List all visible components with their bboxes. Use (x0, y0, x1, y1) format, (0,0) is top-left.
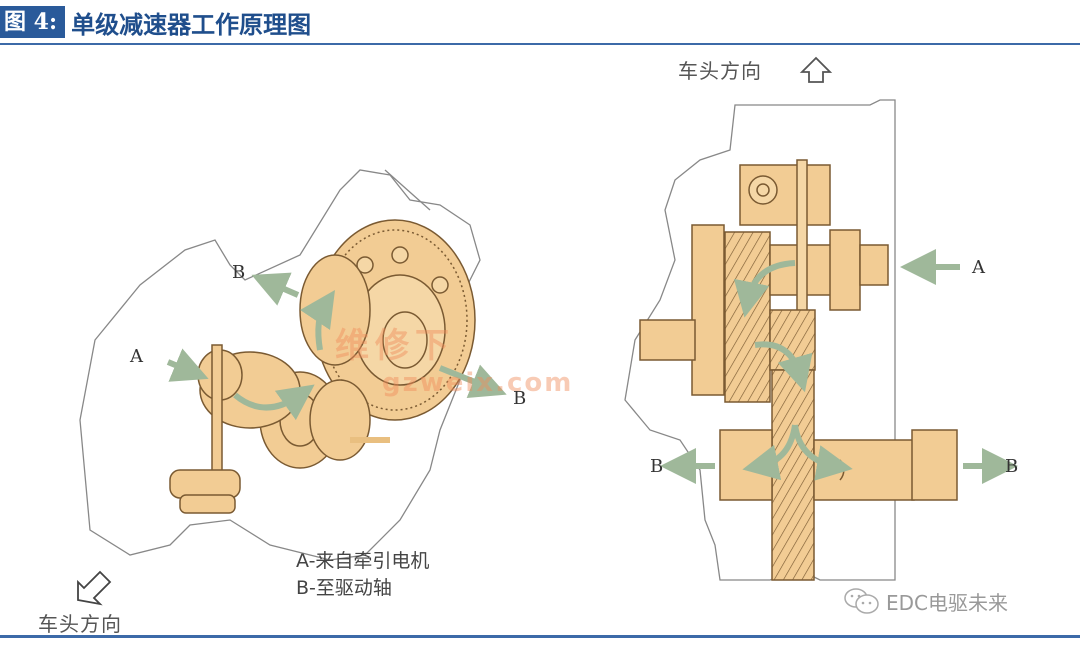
label-right-a: A (972, 257, 985, 278)
vehicle-front-direction-bottom: 车头方向 (38, 612, 122, 636)
legend-a: A-来自牵引电机 (296, 550, 430, 572)
vehicle-front-direction-top: 车头方向 (678, 59, 762, 83)
figure-number: 图 4: (0, 6, 66, 38)
label-left-a: A (130, 346, 143, 367)
down-left-arrow-icon (77, 570, 112, 606)
right-flow-arrows (660, 249, 1018, 484)
up-arrow-icon (799, 56, 833, 83)
legend: A-来自牵引电机 B-至驱动轴 (296, 548, 429, 602)
left-flow-arrows (166, 272, 507, 421)
left-housing-outline (79, 169, 481, 561)
source-watermark: EDC电驱未来 (842, 586, 1008, 616)
site-watermark: 维修下 (335, 326, 455, 366)
source-watermark-text: EDC电驱未来 (886, 590, 1009, 615)
figure-title: 单级减速器工作原理图 (71, 9, 312, 39)
legend-b: B-至驱动轴 (296, 577, 392, 599)
label-left-b-top: B (232, 262, 246, 283)
top-divider (0, 43, 1080, 45)
label-left-b-right: B (513, 388, 527, 409)
right-housing-outline (624, 99, 896, 581)
wechat-icon (844, 588, 879, 614)
left-gearset (169, 219, 476, 514)
url-watermark: gzweix.com (382, 368, 574, 398)
label-right-b-left: B (650, 456, 664, 477)
figure-header: 图 4: 单级减速器工作原理图 (0, 6, 312, 39)
bottom-divider (0, 635, 1080, 638)
label-right-b-right: B (1005, 456, 1019, 477)
